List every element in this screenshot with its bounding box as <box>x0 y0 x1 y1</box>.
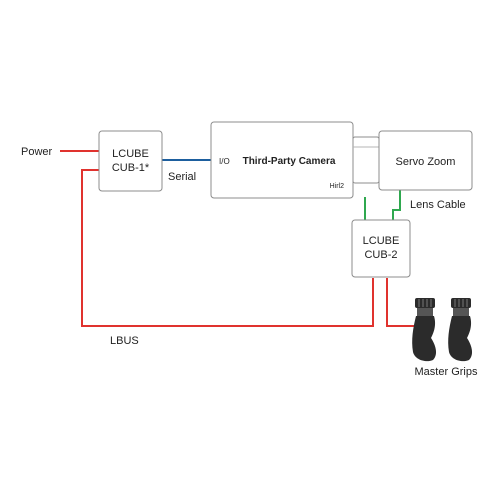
lens-cable-label: Lens Cable <box>410 199 466 211</box>
lens-cable-wiring <box>364 190 401 220</box>
lens-mount <box>352 136 380 184</box>
camera-io-port-label: I/O <box>219 157 230 166</box>
hand-grip-icon <box>412 298 437 362</box>
hand-grip-icon <box>448 298 473 362</box>
master-grips-label: Master Grips <box>415 366 478 378</box>
camera-title: Third-Party Camera <box>243 156 336 167</box>
camera-box: I/O Third-Party Camera Hirl2 <box>210 121 354 199</box>
camera-port-label: Hirl2 <box>330 183 344 190</box>
power-lbus-wiring <box>60 150 416 327</box>
serial-label: Serial <box>168 171 196 183</box>
lbus-label: LBUS <box>110 335 139 347</box>
lcube-cub2-box: LCUBE CUB-2 <box>351 219 411 278</box>
servo-zoom-title: Servo Zoom <box>396 156 456 168</box>
servo-zoom-box: Servo Zoom <box>378 130 473 191</box>
cub2-line1: LCUBE <box>363 235 400 247</box>
servo-to-cub2-line <box>392 190 401 220</box>
lbus-line <box>81 169 374 327</box>
cub2-line2: CUB-2 <box>364 249 397 261</box>
cub1-line1: LCUBE <box>112 148 149 160</box>
grip-cable <box>386 278 416 327</box>
power-label: Power <box>21 146 53 158</box>
lcube-cub1-box: LCUBE CUB-1* <box>98 130 163 192</box>
cub1-line2: CUB-1* <box>112 162 150 174</box>
